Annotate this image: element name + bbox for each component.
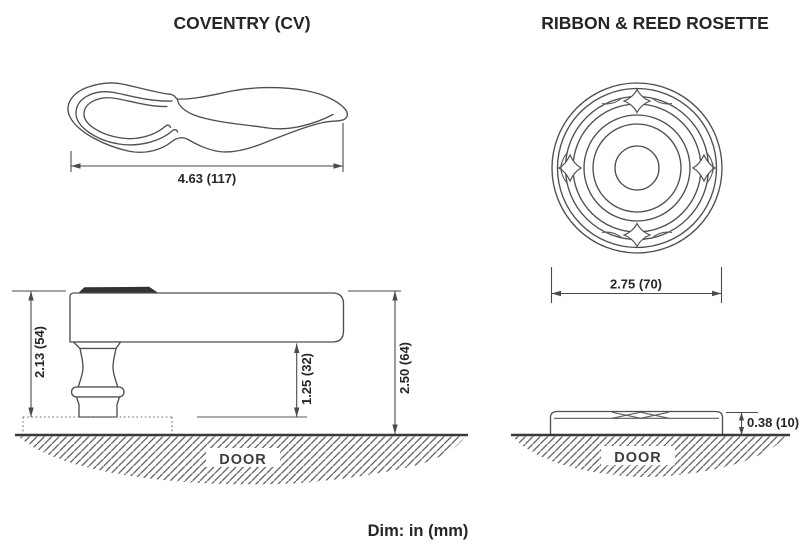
arrow-left-icon [71,163,81,169]
reed-ring-inner [592,123,682,213]
arrow-up-icon [28,291,34,301]
arrow-down-icon [738,427,745,435]
title-coventry: COVENTRY (CV) [173,13,310,33]
right-door: DOOR [511,433,790,478]
scroll-inner-line-2 [83,97,172,140]
rosette-thickness-dimension: 0.38 (10) [726,411,799,435]
rosette-chevron-detail-2 [611,411,670,419]
knot-south [622,222,652,248]
knot-east [691,153,717,183]
lever-body [69,292,345,343]
lever-grip-cap [77,286,160,294]
door-label-bg [601,446,675,465]
arrow-down-icon [392,424,398,434]
arrow-up-icon [392,291,398,301]
ribbon-leaves [560,97,714,239]
title-rosette: RIBBON & REED ROSETTE [541,13,769,33]
arrow-left-icon [551,290,561,297]
stem-base [75,396,121,418]
spindle-hole [614,145,660,191]
arrow-up-icon [294,343,300,353]
grip-clearance-dimension: 1.25 (32) [294,343,314,417]
reed-ring-outer [583,114,691,222]
grip-clearance-label: 1.25 (32) [299,353,314,405]
dimension-units-note: Dim: in (mm) [368,522,469,540]
stem-flare [72,341,122,350]
stem-collar [70,386,125,398]
knot-west [557,153,583,183]
rosette-side-view [549,410,724,436]
ribbon-band-outer [564,95,710,241]
rosette-diameter-dimension: 2.75 (70) [550,267,723,303]
arrow-down-icon [28,407,34,417]
hidden-rosette-outline [22,416,173,435]
rosette-chevron-detail [611,411,670,419]
projection-label: 2.50 (64) [397,342,412,394]
left-door-label: DOOR [219,452,267,468]
lever-length-dimension: 4.63 (117) [70,123,344,186]
scroll-inner-line-1 [75,91,179,146]
knot-north [622,88,652,114]
lever-length-label: 4.63 (117) [178,171,237,186]
arrow-right-icon [333,163,343,169]
rosette-profile [549,410,724,436]
door-label-bg [206,448,280,467]
stem-neck [77,347,119,388]
rosette-outer-rim [551,82,723,254]
ribbon-band-inner [572,103,702,233]
arrow-down-icon [294,407,300,417]
lever-top-view [67,82,348,154]
right-door-label: DOOR [614,450,662,466]
rosette-diameter-label: 2.75 (70) [610,277,662,292]
lever-outline [67,82,348,154]
left-door: DOOR [15,433,468,485]
lever-grip-contour [176,98,334,130]
lever-side-view [22,286,345,435]
height-to-rosette-dimension: 2.13 (54) [12,290,66,417]
rosette-thickness-label: 0.38 (10) [747,415,799,430]
arrow-up-icon [738,412,745,421]
projection-dimension: 2.50 (64) [348,290,412,434]
rosette-front-view [551,82,723,254]
arrow-right-icon [712,290,722,297]
height-to-rosette-label: 2.13 (54) [32,326,47,378]
